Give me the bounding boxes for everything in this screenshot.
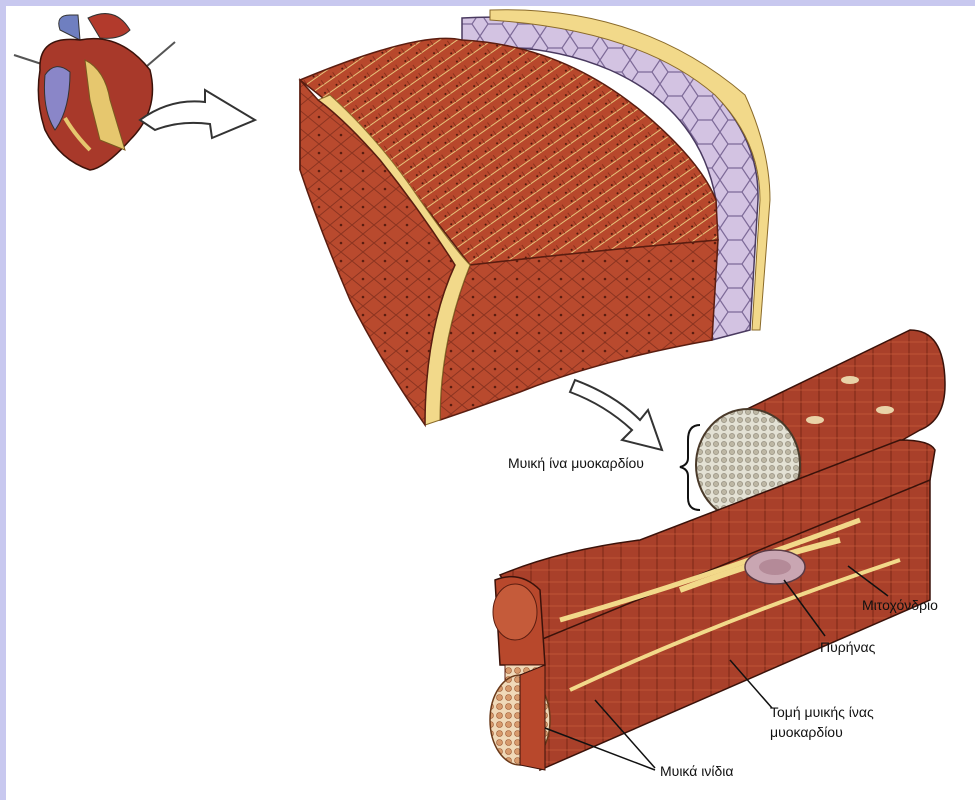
myocardium-block [300,10,770,425]
label-myocardial-fiber: Μυική ίνα μυοκαρδίου [508,425,700,510]
heart-icon [14,14,175,170]
svg-text:Τομή μυικής ίνας: Τομή μυικής ίνας [770,704,874,720]
svg-text:Μυικά ινίδια: Μυικά ινίδια [660,763,733,779]
svg-text:μυοκαρδίου: μυοκαρδίου [770,724,843,740]
zoom-arrow-2 [570,380,662,450]
svg-text:Μυική ίνα μυοκαρδίου: Μυική ίνα μυοκαρδίου [508,455,644,471]
zoom-arrow-1 [140,90,255,138]
svg-text:Πυρήνας: Πυρήνας [820,639,876,655]
svg-text:Μιτοχόνδριο: Μιτοχόνδριο [862,597,938,613]
